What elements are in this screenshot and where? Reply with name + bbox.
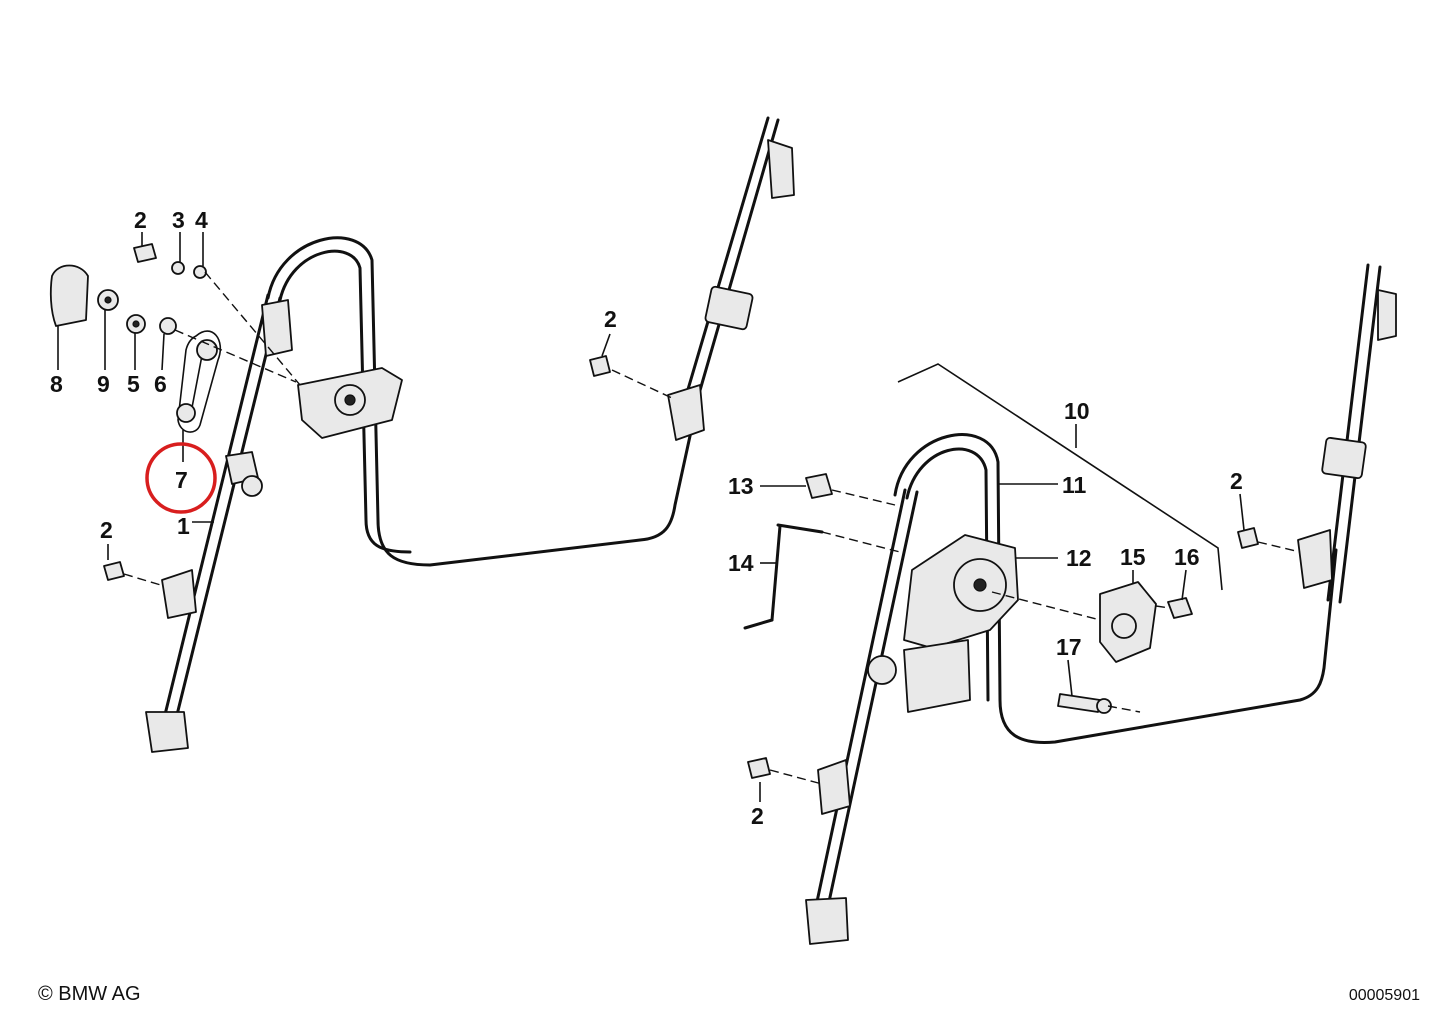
callout-labels: 2 3 4 8 9 5 6 7 1 2 2 10 11 12 13 14 15 …	[50, 207, 1243, 829]
callout-12: 12	[1066, 545, 1092, 571]
callout-11: 11	[1062, 472, 1087, 498]
callout-3: 3	[172, 207, 185, 233]
callout-2-top-left: 2	[134, 207, 147, 233]
callout-6: 6	[154, 371, 167, 397]
callout-7: 7	[175, 467, 188, 493]
copyright-text: © BMW AG	[38, 983, 141, 1005]
left-window-regulator	[49, 116, 795, 753]
callout-10: 10	[1064, 398, 1090, 424]
callout-4: 4	[195, 207, 208, 233]
callout-17: 17	[1056, 634, 1082, 660]
callout-5: 5	[127, 371, 140, 397]
callout-13: 13	[728, 473, 754, 499]
callout-15: 15	[1120, 544, 1146, 570]
callout-2-middle: 2	[604, 306, 617, 332]
callout-2-bottom: 2	[751, 803, 764, 829]
diagram-id: 00005901	[1349, 987, 1420, 1004]
callout-2-right: 2	[1230, 468, 1243, 494]
leader-lines	[57, 232, 1245, 802]
callout-8: 8	[50, 371, 63, 397]
highlight-circle	[145, 442, 217, 514]
right-window-regulator	[743, 263, 1397, 945]
callout-16: 16	[1174, 544, 1200, 570]
callout-1: 1	[177, 513, 190, 539]
callout-9: 9	[97, 371, 110, 397]
callout-2-bottom-left: 2	[100, 517, 113, 543]
callout-14: 14	[728, 550, 754, 576]
